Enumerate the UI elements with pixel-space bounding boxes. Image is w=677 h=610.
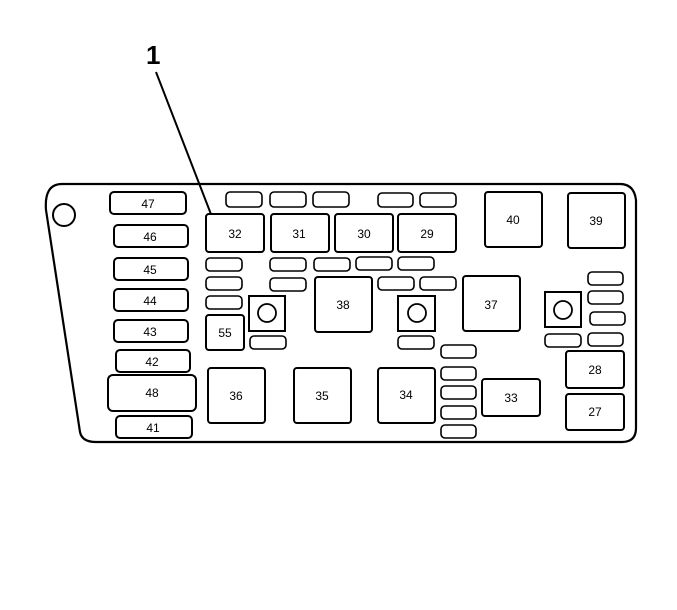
fuse-slot xyxy=(440,385,477,400)
relay-38-label: 38 xyxy=(336,298,350,312)
fuse-slot xyxy=(313,257,351,272)
relay-31 xyxy=(270,213,330,253)
fuse-44-label: 44 xyxy=(143,294,157,308)
relay-29 xyxy=(397,213,457,253)
fuse-slot xyxy=(419,276,457,291)
relay-32-label: 32 xyxy=(228,227,242,241)
fuse-slot xyxy=(269,277,307,292)
fuse-slot xyxy=(397,256,435,271)
relay-28-label: 28 xyxy=(588,363,602,377)
callout-label: 1 xyxy=(146,40,160,70)
fuse-47 xyxy=(109,191,187,215)
relay-37 xyxy=(462,275,521,332)
fuse-43-label: 43 xyxy=(143,325,157,339)
stud-circle xyxy=(257,303,277,323)
fuse-45 xyxy=(113,257,189,281)
fuse-slot xyxy=(440,344,477,359)
relay-29-label: 29 xyxy=(420,227,434,241)
relay-37-label: 37 xyxy=(484,298,498,312)
stud-terminal xyxy=(544,291,582,328)
relay-30-label: 30 xyxy=(357,227,371,241)
relay-34 xyxy=(377,367,436,424)
fuse-slot xyxy=(205,257,243,272)
fuse-47-label: 47 xyxy=(141,197,155,211)
fuse-41 xyxy=(115,415,193,439)
fuse-slot xyxy=(587,332,624,347)
relay-28 xyxy=(565,350,625,389)
fuse-slot xyxy=(249,335,287,350)
fuse-slot xyxy=(440,405,477,420)
fuse-46-label: 46 xyxy=(143,230,157,244)
stud-circle xyxy=(407,303,427,323)
fuse-slot xyxy=(312,191,350,208)
fuse-slot xyxy=(269,257,307,272)
fuse-slot xyxy=(377,276,415,291)
relay-27-label: 27 xyxy=(588,405,602,419)
stud-circle xyxy=(553,300,573,320)
fuse-slot xyxy=(269,191,307,208)
fuse-slot xyxy=(544,333,582,348)
relay-39 xyxy=(567,192,626,249)
fuse-45-label: 45 xyxy=(143,263,157,277)
fuse-slot xyxy=(205,276,243,291)
relay-39-label: 39 xyxy=(589,214,603,228)
mounting-hole xyxy=(52,203,76,227)
relay-38 xyxy=(314,276,373,333)
relay-35-label: 35 xyxy=(315,389,329,403)
relay-33-label: 33 xyxy=(504,391,518,405)
fuse-slot xyxy=(587,290,624,305)
fuse-slot xyxy=(587,271,624,286)
fuse-46 xyxy=(113,224,189,248)
fuse-44 xyxy=(113,288,189,312)
fuse-slot xyxy=(355,256,393,271)
callout-leader xyxy=(155,71,215,223)
fuse-slot xyxy=(419,192,457,208)
relay-32 xyxy=(205,213,265,253)
fuse-43 xyxy=(113,319,189,343)
relay-30 xyxy=(334,213,394,253)
relay-27 xyxy=(565,393,625,431)
fuse-slot xyxy=(440,366,477,381)
fuse-slot xyxy=(440,424,477,439)
fuse-42-label: 42 xyxy=(145,355,159,369)
relay-55 xyxy=(205,314,245,351)
fuse-41-label: 41 xyxy=(146,421,160,435)
relay-34-label: 34 xyxy=(399,388,413,402)
fuse-slot xyxy=(205,295,243,310)
fuse-42 xyxy=(115,349,191,373)
relay-40 xyxy=(484,191,543,248)
fuse-slot xyxy=(589,311,626,326)
fuse-slot xyxy=(377,192,414,208)
fuse-slot xyxy=(397,335,435,350)
relay-36-label: 36 xyxy=(229,389,243,403)
fuse-48 xyxy=(107,374,197,412)
relay-33 xyxy=(481,378,541,417)
relay-55-label: 55 xyxy=(218,326,232,340)
relay-35 xyxy=(293,367,352,424)
relay-36 xyxy=(207,367,266,424)
fuse-slot xyxy=(225,191,263,208)
relay-40-label: 40 xyxy=(506,213,520,227)
fuse-48-label: 48 xyxy=(145,386,159,400)
relay-31-label: 31 xyxy=(292,227,306,241)
